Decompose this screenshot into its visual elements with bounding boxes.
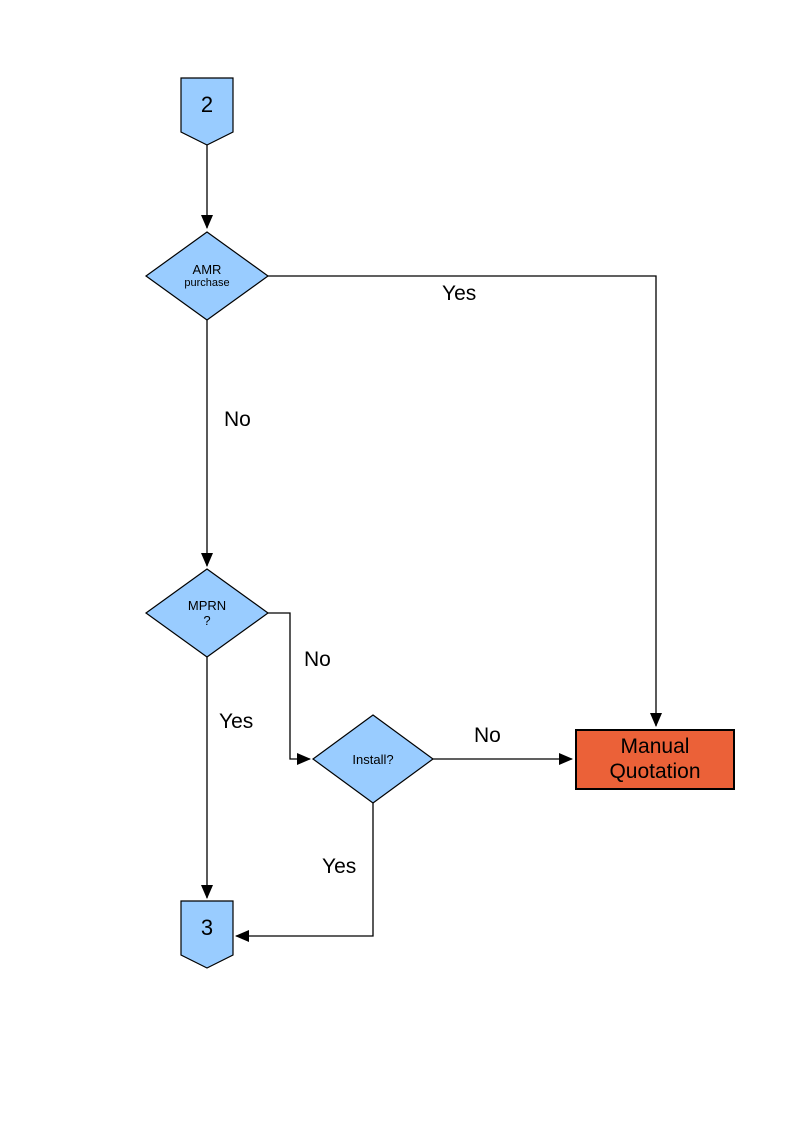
manual-quotation-line2: Quotation: [609, 759, 701, 783]
edge-label-install-yes: Yes: [322, 855, 357, 878]
connector-2-shape: [180, 77, 234, 146]
mprn-label-line1: MPRN: [187, 598, 227, 613]
connector-3-label: 3: [200, 915, 214, 940]
edge-install-yes-to-connector3: [235, 803, 374, 942]
connector-3-shape: [180, 900, 234, 969]
edge-amr-yes-to-manual-quotation: [268, 275, 662, 727]
decision-mprn-label: MPRN ?: [146, 598, 268, 628]
mprn-label-line2: ?: [203, 613, 211, 628]
connector-2-label: 2: [200, 92, 214, 117]
edge-label-mprn-yes: Yes: [219, 710, 254, 733]
edge-label-mprn-no: No: [304, 648, 331, 671]
decision-install-label: Install?: [352, 752, 394, 767]
amr-label-line2: purchase: [184, 277, 230, 289]
decision-amr-purchase-label: AMR purchase: [146, 262, 268, 290]
amr-label-line1: AMR: [192, 262, 222, 277]
edge-label-install-no: No: [474, 724, 501, 747]
manual-quotation-line1: Manual: [620, 735, 690, 759]
process-manual-quotation: Manual Quotation: [575, 729, 735, 790]
edge-mprn-no-to-install: [268, 612, 311, 765]
edge-label-amr-yes: Yes: [442, 282, 477, 305]
edge-label-amr-no: No: [224, 408, 251, 431]
